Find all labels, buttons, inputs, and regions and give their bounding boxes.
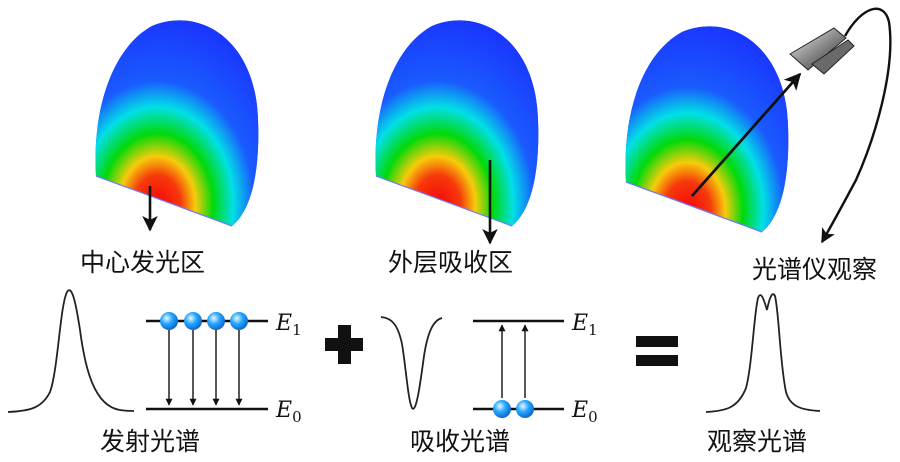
emission-spectrum-label: 发射光谱 [100, 427, 201, 456]
center-emission-region-label: 中心发光区 [80, 248, 206, 277]
plus-operator [325, 325, 363, 364]
electron-icon [493, 400, 511, 418]
electron-icon [207, 312, 225, 330]
observed-spectrum-curve [705, 293, 821, 413]
spectrometer-probe-icon [789, 27, 855, 75]
absorption-spectrum-label: 吸收光谱 [410, 427, 511, 456]
emission-energy-diagram [146, 312, 268, 411]
plasma-hemisphere-center [95, 20, 259, 227]
level-e1-emission: E1 [275, 311, 302, 339]
plasma-hemisphere-outer [375, 20, 539, 227]
fiber-cable [820, 7, 892, 244]
equals-operator [636, 336, 678, 366]
observed-spectrum-label: 观察光谱 [707, 427, 808, 456]
level-e0-emission: E0 [275, 398, 302, 426]
emission-spectrum-curve [7, 289, 135, 413]
electron-icon [160, 312, 178, 330]
plasma-hemisphere-observed [625, 26, 789, 233]
absorption-spectrum-curve [380, 316, 443, 410]
light-ray-to-spectrometer [690, 72, 802, 197]
electron-icon [230, 312, 248, 330]
absorption-energy-diagram [473, 319, 564, 418]
electron-icon [184, 312, 202, 330]
spectrometer-observation-label: 光谱仪观察 [752, 255, 878, 284]
outer-absorption-region-label: 外层吸收区 [388, 248, 514, 277]
level-e0-absorption: E0 [571, 398, 598, 426]
level-e1-absorption: E1 [571, 311, 598, 339]
electron-icon [516, 400, 534, 418]
